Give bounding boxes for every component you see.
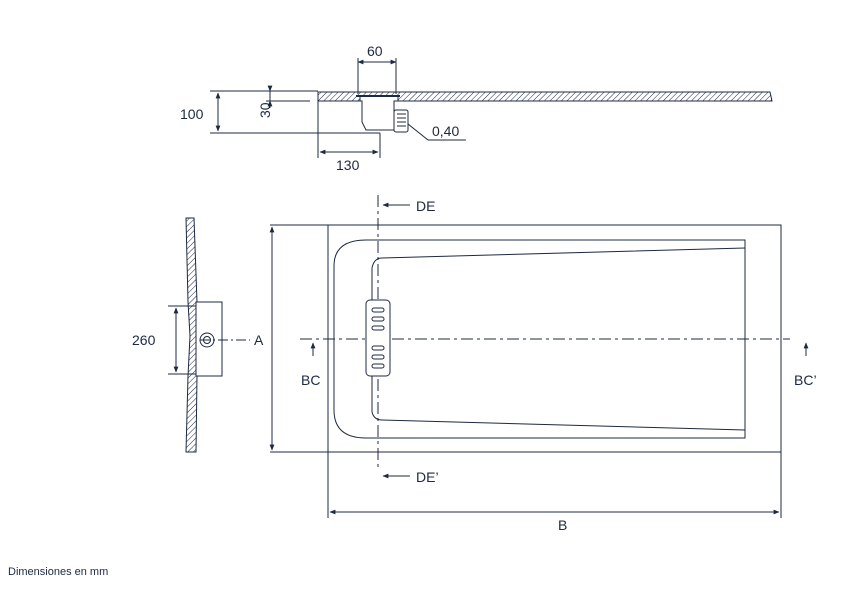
plan-view — [269, 195, 809, 518]
drain-outlet — [393, 109, 409, 133]
dim-260-label: 260 — [132, 332, 156, 348]
dim-B-label: B — [558, 517, 567, 533]
drain-grate — [365, 299, 391, 377]
tray-inner-slope — [371, 247, 746, 431]
dim-30-label: 30 — [257, 102, 273, 118]
dim-130-label: 130 — [336, 157, 360, 173]
section-BC-label: BC — [301, 372, 320, 388]
dim-100-label: 100 — [180, 106, 204, 122]
section-DE-label: DE — [416, 198, 435, 214]
section-BC-prime-label: BC’ — [794, 372, 817, 388]
section-DE-prime-label: DE’ — [416, 469, 439, 485]
dim-040-label: 0,40 — [432, 123, 459, 139]
drain-body — [359, 95, 399, 131]
end-section-view — [168, 217, 250, 453]
dim-A-label: A — [254, 332, 264, 348]
tray-inner-outline — [333, 239, 746, 439]
end-profile — [185, 217, 201, 453]
units-note: Dimensiones en mm — [8, 566, 109, 578]
side-section-view — [210, 58, 773, 158]
dim-60-label: 60 — [367, 43, 383, 59]
tray-profile — [317, 91, 773, 102]
